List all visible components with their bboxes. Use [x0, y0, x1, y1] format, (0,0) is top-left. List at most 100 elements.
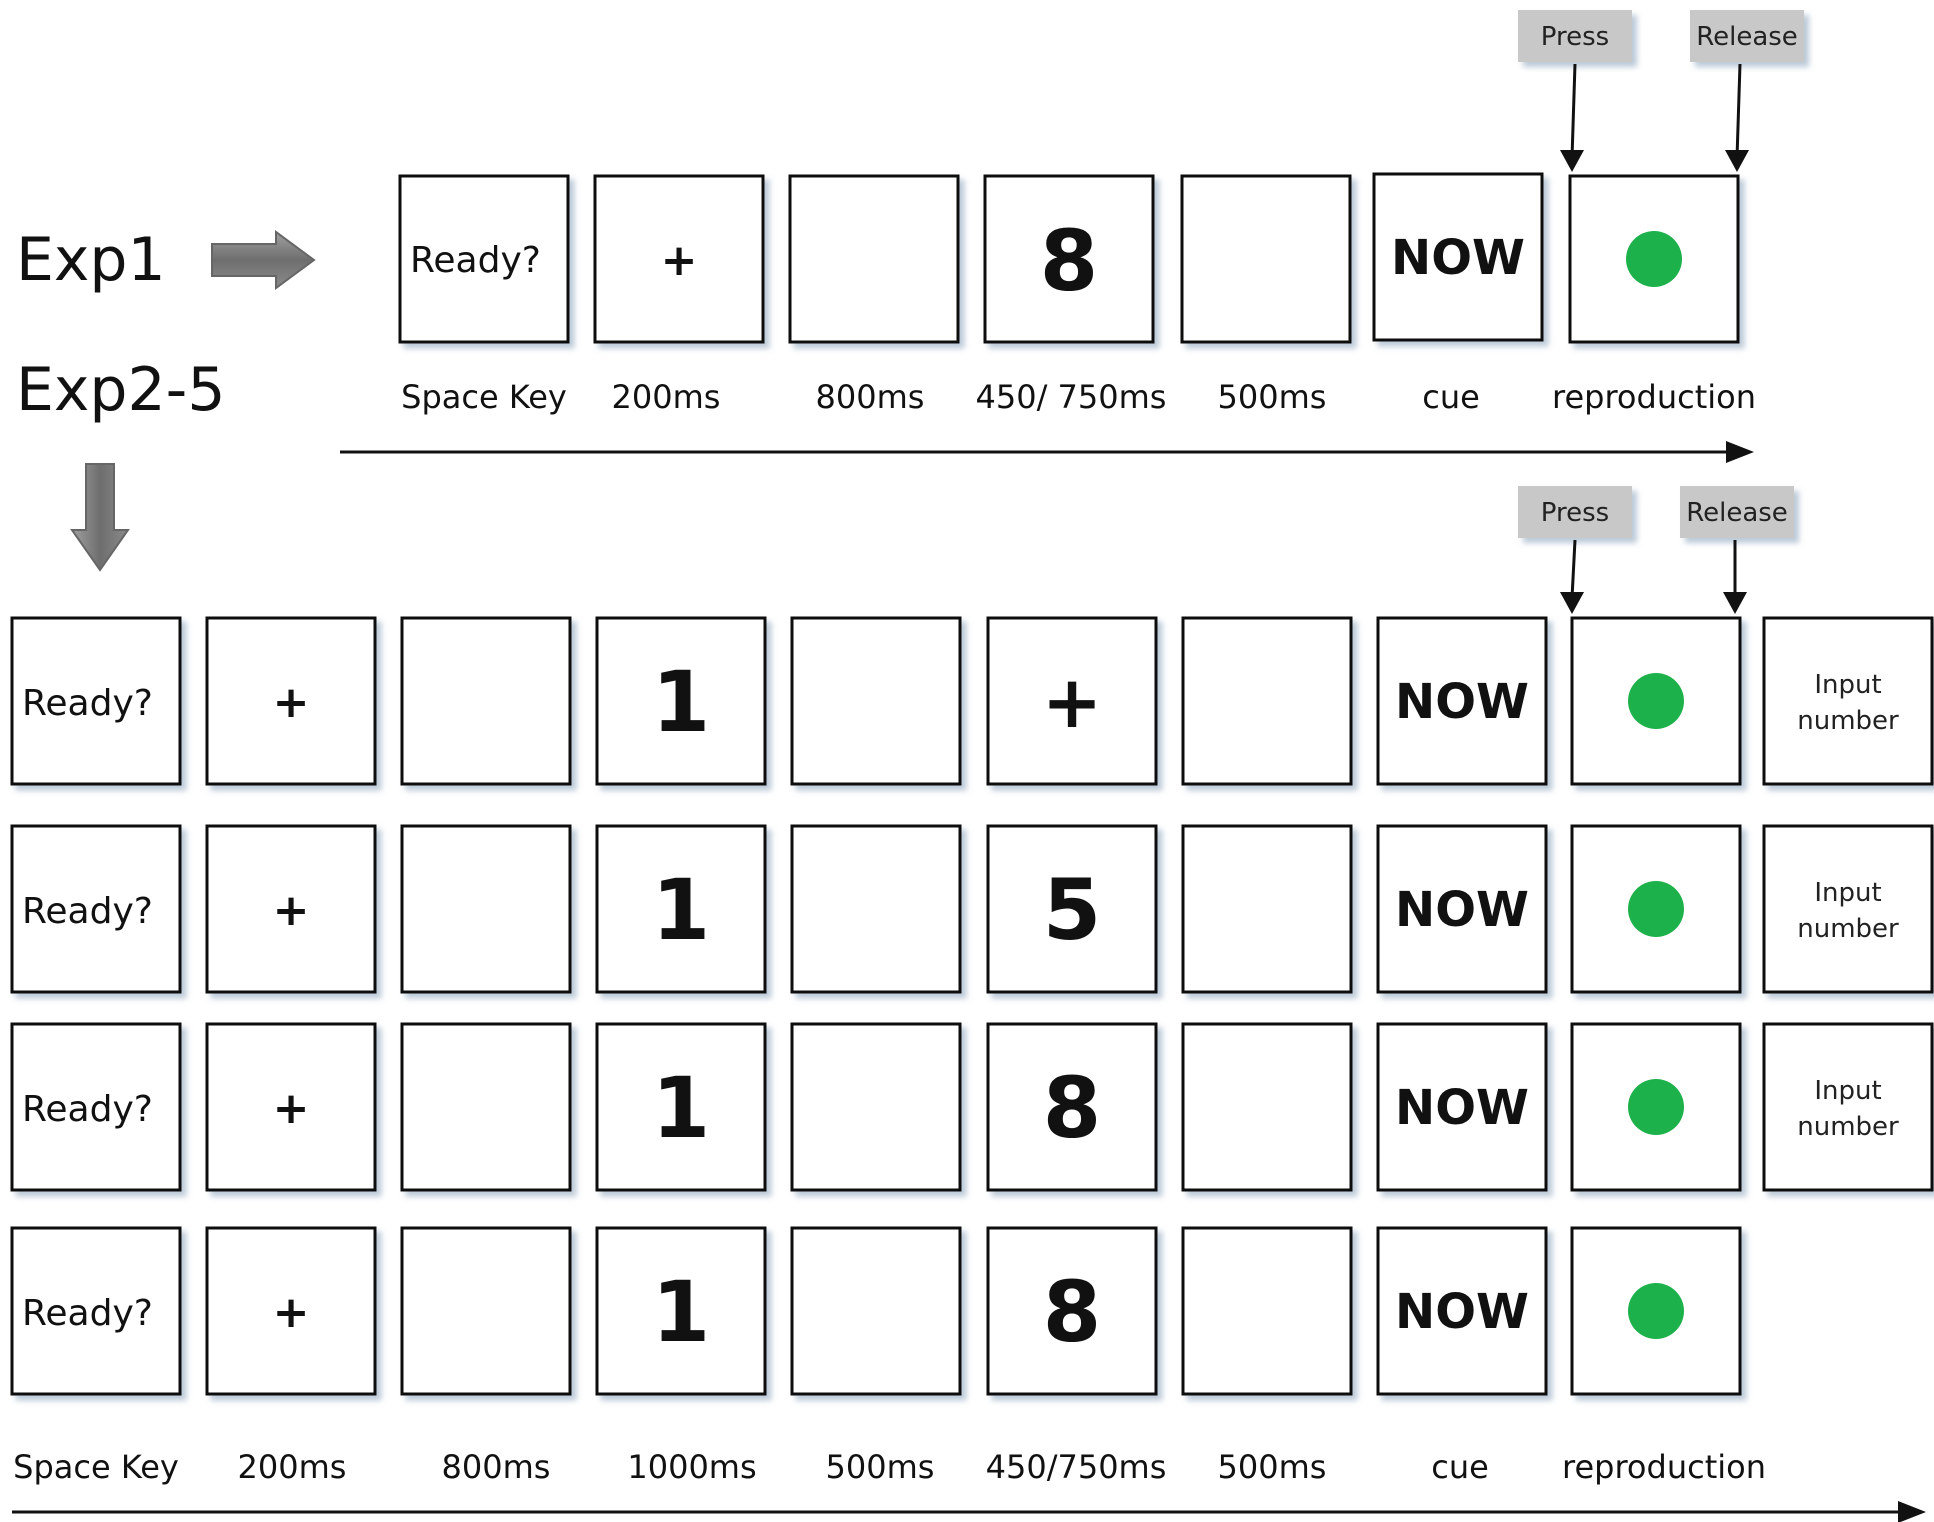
exp2-timeline-labels: Space Key 200ms 800ms 1000ms 500ms 450/7… — [13, 1448, 1766, 1486]
exp1-axis-arrowhead-icon — [1726, 441, 1754, 463]
now-cue-text: NOW — [1391, 230, 1525, 286]
release-pointer-line — [1735, 63, 1742, 159]
exp1-time-label: 450/ 750ms — [976, 378, 1167, 416]
release-arrowhead-icon — [1725, 150, 1749, 172]
exp1-time-label: cue — [1422, 378, 1480, 416]
exp2-time-label: 1000ms — [627, 1448, 756, 1486]
ready-box: Ready? — [10, 616, 182, 786]
blank-box — [1181, 616, 1353, 786]
ready-text: Ready? — [22, 683, 153, 724]
green-dot-icon — [1628, 881, 1684, 937]
digit-text: 8 — [1040, 212, 1098, 310]
exp1-press-tag: Press — [1518, 10, 1632, 62]
first-digit-text: 1 — [652, 1059, 710, 1157]
cue-box: NOW — [1376, 1022, 1548, 1192]
ready-text: Ready? — [22, 891, 153, 932]
blank-box — [1181, 824, 1353, 994]
ready-text: Ready? — [22, 1293, 153, 1334]
blank-box — [790, 1022, 962, 1192]
blank-box — [400, 824, 572, 994]
first-digit-text: 1 — [652, 861, 710, 959]
input-label-line1: Input — [1814, 1076, 1881, 1106]
now-cue-text: NOW — [1395, 674, 1529, 730]
blank-box — [790, 1226, 962, 1396]
exp1-digit-box: 8 — [983, 174, 1155, 344]
fixation-box: + — [205, 824, 377, 994]
exp2-axis-arrowhead-icon — [1898, 1501, 1926, 1522]
blank-box — [790, 824, 962, 994]
fixation-cross: + — [273, 1083, 310, 1134]
exp1-time-label: 200ms — [612, 378, 721, 416]
release-label: Release — [1686, 498, 1788, 528]
press-label: Press — [1541, 22, 1609, 52]
reproduction-box — [1570, 1022, 1742, 1192]
press-arrowhead-icon — [1560, 150, 1584, 172]
fixation-cross: + — [661, 235, 698, 286]
blank-box — [1181, 1226, 1353, 1396]
exp2-time-label: Space Key — [13, 1448, 179, 1486]
now-cue-text: NOW — [1395, 1080, 1529, 1136]
cue-box: NOW — [1376, 1226, 1548, 1396]
ready-text: Ready? — [410, 240, 541, 281]
first-digit-box: 1 — [595, 616, 767, 786]
green-dot-icon — [1628, 1283, 1684, 1339]
exp2-time-label: 500ms — [826, 1448, 935, 1486]
fixation-box: + — [205, 1022, 377, 1192]
second-digit-text: 5 — [1043, 861, 1101, 959]
release-label: Release — [1696, 22, 1798, 52]
exp1-reproduction-box — [1568, 174, 1740, 344]
input-label-line2: number — [1797, 706, 1899, 736]
fixation-cross: + — [1042, 660, 1102, 744]
exp1-time-label: 500ms — [1218, 378, 1327, 416]
second-stimulus-box: 8 — [986, 1226, 1158, 1396]
first-digit-box: 1 — [595, 1226, 767, 1396]
reproduction-box — [1570, 616, 1742, 786]
ready-box: Ready? — [10, 1226, 182, 1396]
input-label-line2: number — [1797, 914, 1899, 944]
exp2-time-label: 200ms — [238, 1448, 347, 1486]
first-digit-box: 1 — [595, 1022, 767, 1192]
block-arrow-right-icon — [211, 230, 316, 290]
exp2-press-tag: Press — [1518, 486, 1632, 538]
exp1-blank-box-2 — [1180, 174, 1352, 344]
input-label-line1: Input — [1814, 670, 1881, 700]
exp1-timeline-labels: Space Key 200ms 800ms 450/ 750ms 500ms c… — [401, 378, 1756, 416]
fixation-cross: + — [273, 677, 310, 728]
green-dot-icon — [1628, 673, 1684, 729]
release-arrowhead-icon — [1723, 592, 1747, 614]
exp1-cue-box: NOW — [1372, 172, 1544, 342]
exp1-release-tag: Release — [1690, 10, 1804, 62]
reproduction-box — [1570, 1226, 1742, 1396]
ready-box: Ready? — [10, 1022, 182, 1192]
first-digit-text: 1 — [652, 1263, 710, 1361]
exp1-blank-box — [788, 174, 960, 344]
first-digit-text: 1 — [652, 653, 710, 751]
cue-box: NOW — [1376, 824, 1548, 994]
press-arrowhead-icon — [1560, 592, 1584, 614]
input-label-line1: Input — [1814, 878, 1881, 908]
green-dot-icon — [1626, 231, 1682, 287]
ready-box: Ready? — [10, 824, 182, 994]
green-dot-icon — [1628, 1079, 1684, 1135]
exp2-label: Exp2-5 — [16, 355, 226, 425]
second-digit-text: 8 — [1043, 1263, 1101, 1361]
blank-box — [790, 616, 962, 786]
cue-box: NOW — [1376, 616, 1548, 786]
now-cue-text: NOW — [1395, 1284, 1529, 1340]
fixation-cross: + — [273, 1287, 310, 1338]
press-label: Press — [1541, 498, 1609, 528]
trial-row: Ready? +1 8 NOW — [10, 1226, 1742, 1396]
fixation-box: + — [205, 1226, 377, 1396]
blank-box — [1181, 1022, 1353, 1192]
trial-row: Ready? +1 + NOW Input number — [10, 616, 1934, 786]
exp2-time-label: 500ms — [1218, 1448, 1327, 1486]
blank-box — [400, 1022, 572, 1192]
exp2-time-label: cue — [1431, 1448, 1489, 1486]
blank-box — [400, 1226, 572, 1396]
fixation-box: + — [205, 616, 377, 786]
exp2-release-tag: Release — [1680, 486, 1794, 538]
now-cue-text: NOW — [1395, 882, 1529, 938]
